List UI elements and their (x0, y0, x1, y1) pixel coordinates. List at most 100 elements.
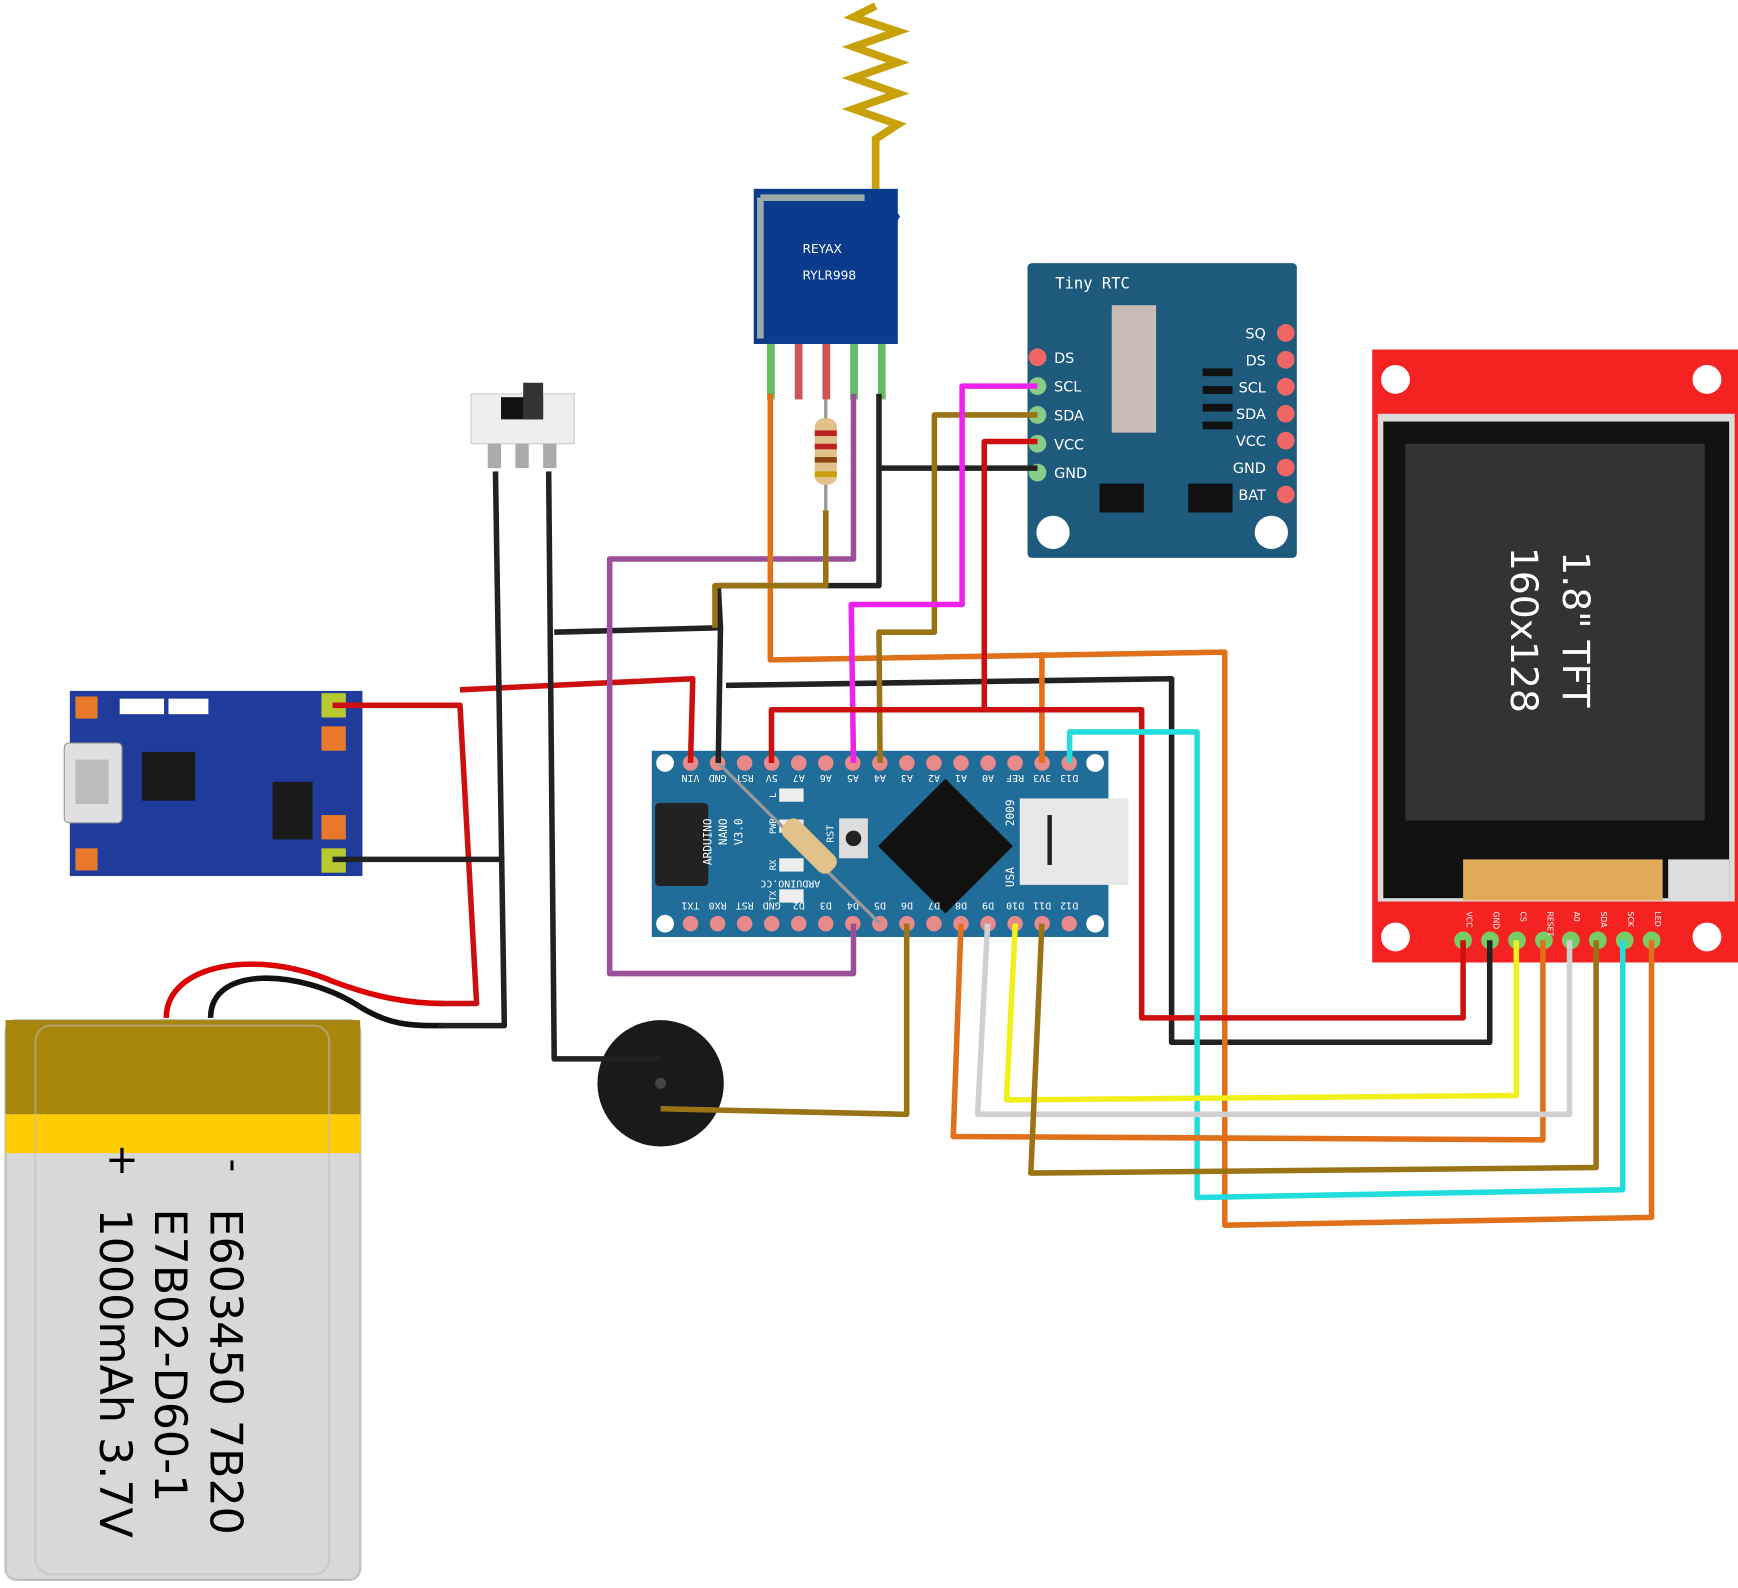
wires (332, 383, 1655, 1228)
icsp-label: ICSP (628, 891, 652, 902)
pin-label: TX1 (682, 900, 700, 911)
pin-bottom-d2[interactable] (790, 915, 807, 932)
rtc-pin-right[interactable] (1276, 431, 1295, 450)
lora-pin[interactable] (850, 343, 858, 400)
rtc-pin-label: VCC (1054, 437, 1084, 453)
tft-pin-label: VCC (1464, 911, 1473, 927)
pin-label: 5V (766, 772, 778, 783)
rtc-pin-right[interactable] (1276, 404, 1295, 423)
led-label: PWR (769, 817, 779, 834)
pin-bottom-d11[interactable] (1034, 915, 1050, 932)
pin-label: GND (763, 900, 781, 911)
pin-bottom-tx1[interactable] (682, 915, 699, 932)
tft-pin-label: RESET (1545, 911, 1554, 936)
pin-top-a0[interactable] (980, 755, 996, 771)
pin-label: REF (1006, 772, 1024, 783)
lora-pin[interactable] (767, 343, 775, 400)
battery-minus-label: - (213, 1159, 257, 1173)
pin-bottom-gnd[interactable] (763, 915, 780, 932)
wire-red[interactable] (459, 675, 696, 764)
pin-label: A4 (874, 772, 886, 783)
tft-pin-label: LED (1653, 911, 1662, 926)
rtc-pin-label: SDA (1236, 407, 1266, 423)
pin-bottom-rx0[interactable] (709, 915, 726, 932)
slide-switch[interactable] (470, 382, 575, 469)
pin-top-a7[interactable] (790, 755, 807, 771)
arduino-name-1: ARDUINO (702, 818, 715, 865)
country-label: USA (1004, 867, 1017, 887)
pin-top-a6[interactable] (818, 755, 834, 771)
pin-label: A1 (955, 772, 967, 783)
rtc-pin-right[interactable] (1276, 324, 1295, 342)
pin-label: D13 (1060, 772, 1078, 783)
pin-label: D4 (847, 900, 859, 911)
wire-brown[interactable] (876, 412, 1038, 763)
lipo-battery: - + E603450 7B20 E7B02-D60-1 1000mAh 3.7… (4, 961, 444, 1581)
rtc-pin-right[interactable] (1276, 350, 1295, 369)
wire-magenta[interactable] (848, 383, 1038, 764)
rtc-pin-label: SDA (1054, 408, 1084, 424)
wire-black[interactable] (725, 675, 1493, 1046)
wire-brown[interactable] (712, 510, 829, 628)
pin-label: A3 (901, 772, 913, 783)
rtc-pin-right[interactable] (1276, 458, 1295, 477)
tft-pin-label: GND (1491, 911, 1500, 929)
led (779, 858, 804, 872)
rtc-pin-label: DS (1246, 353, 1266, 369)
wire-brown[interactable] (660, 923, 910, 1118)
lora-pin[interactable] (794, 343, 803, 400)
pin-bottom-d9[interactable] (980, 915, 996, 932)
resistor-nano (717, 761, 882, 925)
wire-orange[interactable] (950, 923, 1546, 1143)
pin-label: D12 (1060, 900, 1078, 911)
battery-label-3: 1000mAh 3.7V (89, 1209, 140, 1538)
battery-plus-label: + (105, 1137, 138, 1183)
wire-cyan[interactable] (1066, 729, 1626, 1201)
tft-label-2: 160x128 (1502, 547, 1546, 713)
wire-purple[interactable] (606, 393, 857, 977)
lora-pin[interactable] (877, 343, 886, 400)
pin-label: D10 (1006, 900, 1024, 911)
wire-brown[interactable] (1028, 923, 1599, 1176)
rtc-pin-left[interactable] (1028, 348, 1047, 367)
led-label: L (769, 792, 779, 797)
rtc-pin-label: SCL (1054, 380, 1081, 396)
wire-black[interactable] (437, 471, 508, 1029)
resistor-lora (814, 399, 837, 511)
pin-top-a1[interactable] (953, 755, 969, 771)
lora-module: REYAX RYLR998 (753, 188, 901, 400)
pin-label: RST (736, 900, 754, 911)
wire-orange[interactable] (767, 393, 1655, 1228)
pin-bottom-d3[interactable] (818, 915, 834, 932)
pin-bottom-d7[interactable] (926, 915, 942, 932)
rtc-pin-right[interactable] (1276, 485, 1295, 504)
rst-label: RST (826, 825, 837, 843)
rtc-module: Tiny RTC DSSCLSDAVCCGNDSQDSSCLSDAVCCGNDB… (1027, 263, 1297, 558)
lora-pin[interactable] (822, 343, 831, 400)
pin-bottom-d12[interactable] (1061, 915, 1077, 932)
wire-red[interactable] (984, 706, 1466, 1021)
year-label: 2009 (1004, 799, 1017, 826)
antenna (841, 2, 910, 189)
rtc-title: Tiny RTC (1055, 275, 1130, 293)
wire-black[interactable] (554, 624, 724, 764)
wire-red[interactable] (332, 702, 480, 1007)
pin-label: RST (736, 772, 754, 783)
wire-yellow[interactable] (1003, 923, 1520, 1103)
rtc-pin-right[interactable] (1276, 377, 1295, 396)
buzzer (597, 1020, 724, 1147)
wire-white[interactable] (974, 923, 1573, 1118)
pin-top-rst[interactable] (736, 755, 753, 771)
pin-label: A2 (928, 772, 940, 783)
wire-black[interactable] (545, 471, 661, 1062)
arduino-name-2: NANO (717, 818, 730, 845)
pin-top-a3[interactable] (899, 755, 915, 771)
battery-label-1: E603450 7B20 (200, 1209, 251, 1535)
pin-label: D7 (928, 900, 940, 911)
pin-bottom-rst[interactable] (736, 915, 753, 932)
pin-top-a2[interactable] (926, 755, 942, 771)
rtc-pin-label: SCL (1239, 380, 1266, 396)
pin-top-ref[interactable] (1007, 755, 1023, 771)
